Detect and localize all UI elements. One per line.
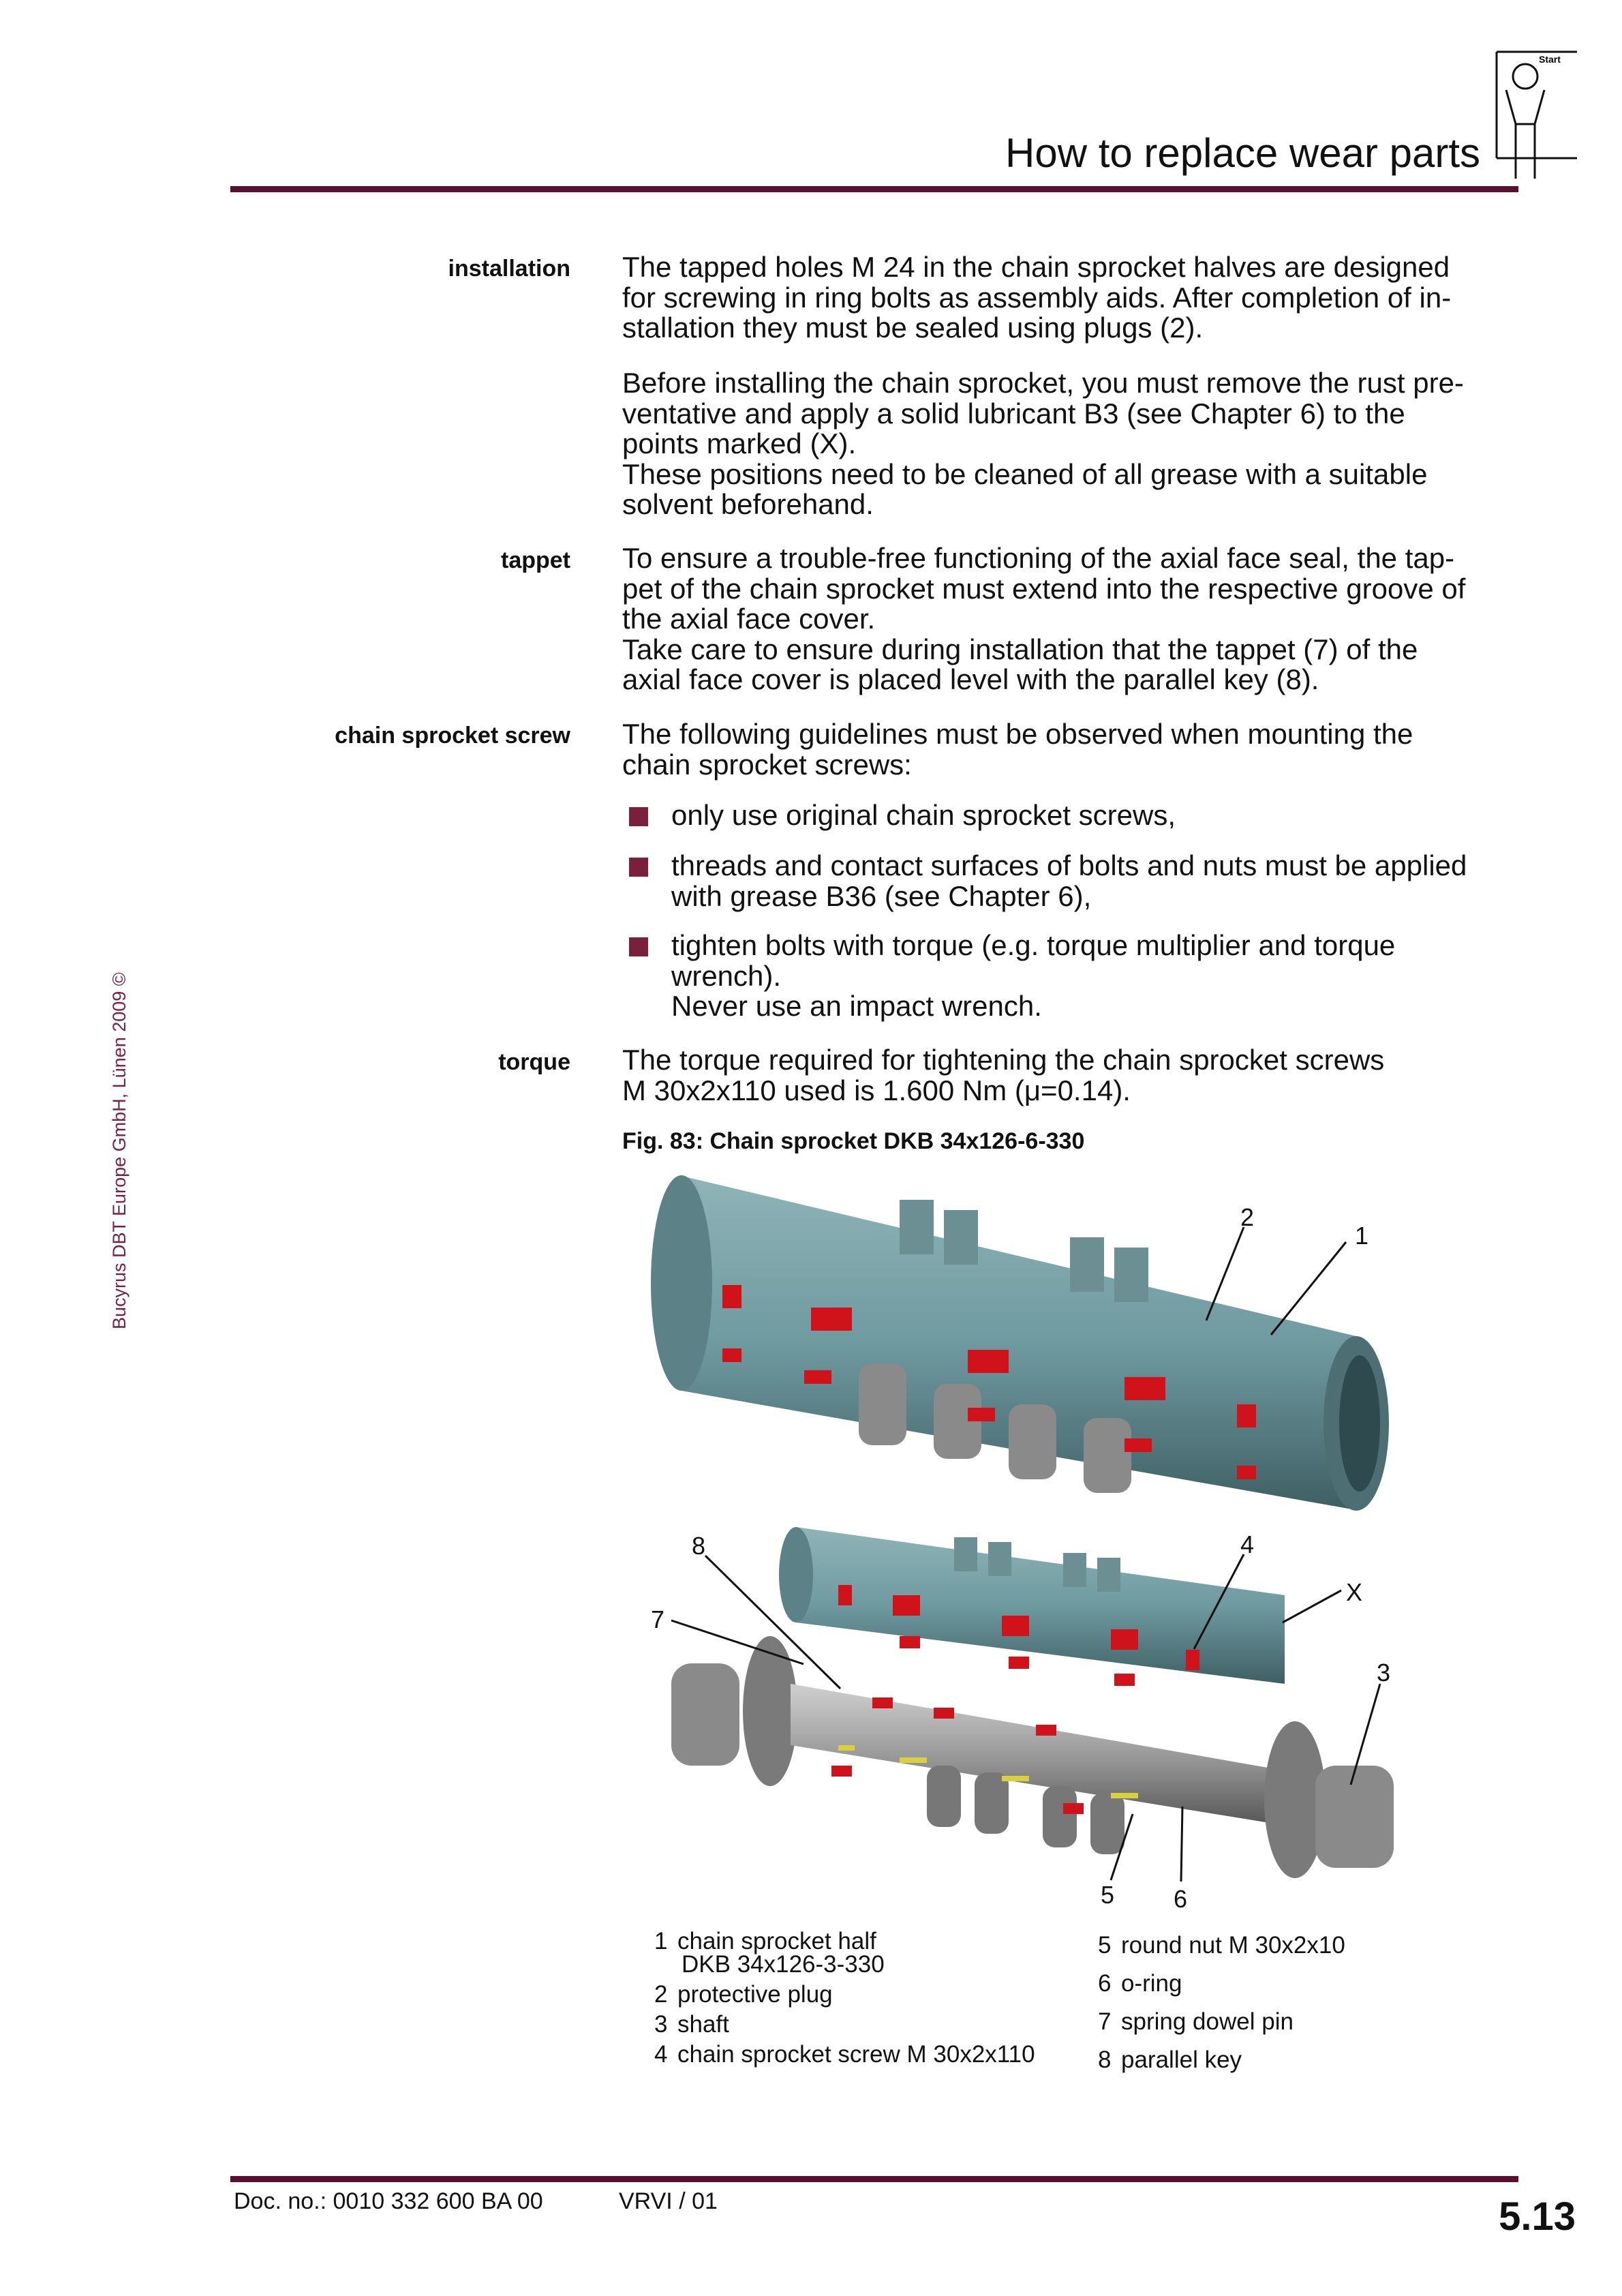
- page-number: 5.13: [1499, 2194, 1576, 2239]
- chain-sprocket-figure: 1 2 3 4 5 6 7 8 X: [651, 1175, 1394, 1913]
- legend-number: 7: [1098, 2008, 1112, 2035]
- legend-text: o-ring: [1121, 1970, 1182, 1997]
- text-line: The following guidelines must be observe…: [622, 718, 1413, 750]
- bullet-item: threads and contact surfaces of bolts an…: [622, 849, 1522, 912]
- tappet-paragraph: To ensure a trouble-free functioning of …: [622, 543, 1522, 695]
- text-line: wrench).: [671, 959, 782, 992]
- legend-item: 7 spring dowel pin: [1098, 2003, 1345, 2041]
- header-rule: [230, 186, 1518, 192]
- legend-text: chain sprocket half: [677, 1928, 876, 1954]
- legend-item: 1 chain sprocket half: [654, 1927, 1035, 1957]
- legend-text: shaft: [677, 2011, 729, 2038]
- legend-text: round nut M 30x2x10: [1121, 1932, 1345, 1959]
- text-line: M 30x2x110 used is 1.600 Nm (μ=0.14).: [622, 1074, 1131, 1106]
- callout-8: 8: [692, 1532, 705, 1560]
- legend-number: 3: [654, 2011, 668, 2038]
- text-line: To ensure a trouble-free functioning of …: [622, 542, 1455, 574]
- bullet-square-icon: [629, 807, 648, 826]
- text-line: The torque required for tightening the c…: [622, 1044, 1385, 1076]
- text-line: axial face cover is placed level with th…: [622, 663, 1319, 695]
- text-line: pet of the chain sprocket must extend in…: [622, 572, 1466, 605]
- text-line: stallation they must be sealed using plu…: [622, 312, 1204, 344]
- section-label-torque: torque: [498, 1049, 570, 1075]
- text-line: the axial face cover.: [622, 603, 876, 635]
- installation-paragraph-2: Before installing the chain sprocket, yo…: [622, 367, 1522, 520]
- figure-caption: Fig. 83: Chain sprocket DKB 34x126-6-330: [622, 1128, 1085, 1154]
- chain-sprocket-half-upper: [651, 1175, 1389, 1511]
- legend-number: 8: [1098, 2046, 1112, 2073]
- text-line: Never use an impact wrench.: [671, 990, 1042, 1022]
- callout-1: 1: [1355, 1222, 1368, 1250]
- section-label-tappet: tappet: [501, 547, 570, 573]
- text-line: with grease B36 (see Chapter 6),: [671, 879, 1092, 912]
- screw-paragraph: The following guidelines must be observe…: [622, 719, 1522, 780]
- legend-item: 3 shaft: [654, 2010, 1035, 2040]
- callout-7: 7: [651, 1605, 664, 1633]
- legend-number: 6: [1098, 1970, 1112, 1997]
- legend-text: parallel key: [1121, 2046, 1242, 2073]
- legend-text: chain sprocket screw M 30x2x110: [677, 2041, 1035, 2068]
- callout-4: 4: [1240, 1530, 1254, 1558]
- text-line: for screwing in ring bolts as assembly a…: [622, 281, 1452, 314]
- text-line: ventative and apply a solid lubricant B3…: [622, 397, 1405, 429]
- bullet-item: only use original chain sprocket screws,: [622, 800, 1522, 831]
- bullet-square-icon: [629, 937, 648, 956]
- torque-paragraph: The torque required for tightening the c…: [622, 1044, 1522, 1106]
- section-label-chain-sprocket-screw: chain sprocket screw: [335, 723, 570, 749]
- text-line: points marked (X).: [622, 427, 857, 459]
- bullet-item: tighten bolts with torque (e.g. torque m…: [622, 929, 1522, 1022]
- legend-number: 5: [1098, 1932, 1112, 1959]
- start-person-icon: Start: [1495, 50, 1577, 179]
- callout-2: 2: [1240, 1203, 1254, 1231]
- start-label: Start: [1539, 54, 1561, 65]
- text-line: threads and contact surfaces of bolts an…: [671, 849, 1467, 881]
- legend-number: 1: [654, 1928, 668, 1954]
- text-line: These positions need to be cleaned of al…: [622, 457, 1428, 490]
- legend-number: 4: [654, 2041, 668, 2068]
- text-line: tighten bolts with torque (e.g. torque m…: [671, 929, 1396, 961]
- legend-item: 4 chain sprocket screw M 30x2x110: [654, 2040, 1035, 2070]
- copyright-notice: Bucyrus DBT Europe GmbH, Lünen 2009 ©: [109, 972, 129, 1329]
- legend-number: 2: [654, 1981, 668, 2008]
- version: VRVI / 01: [619, 2188, 718, 2214]
- text-line: Take care to ensure during installation …: [622, 633, 1418, 665]
- legend-text: spring dowel pin: [1121, 2008, 1294, 2035]
- doc-number: Doc. no.: 0010 332 600 BA 00: [234, 2188, 543, 2214]
- bullet-square-icon: [629, 858, 648, 877]
- legend-text: DKB 34x126-3-330: [682, 1951, 885, 1978]
- callout-6: 6: [1174, 1885, 1187, 1913]
- callout-3: 3: [1377, 1659, 1390, 1687]
- footer-rule: [230, 2176, 1518, 2182]
- text-line: The tapped holes M 24 in the chain sproc…: [622, 251, 1450, 283]
- legend-item: 2 protective plug: [654, 1980, 1035, 2010]
- callout-lines: [671, 1226, 1381, 1882]
- page-title: How to replace wear parts: [1005, 130, 1480, 176]
- chain-sprocket-half-lower: [779, 1527, 1285, 1686]
- legend-item: 8 parallel key: [1098, 2041, 1345, 2079]
- text-line: chain sprocket screws:: [622, 748, 912, 781]
- text-line: only use original chain sprocket screws,: [671, 799, 1176, 831]
- text-line: solvent beforehand.: [622, 488, 874, 520]
- callout-x: X: [1346, 1578, 1362, 1606]
- shaft: [671, 1636, 1394, 1878]
- callout-5: 5: [1101, 1881, 1114, 1909]
- legend-text: protective plug: [677, 1981, 833, 2008]
- protective-plugs: [722, 1285, 1256, 1479]
- legend-item: 5 round nut M 30x2x10: [1098, 1927, 1345, 1965]
- text-line: Before installing the chain sprocket, yo…: [622, 367, 1464, 399]
- legend-right: 5 round nut M 30x2x10 6 o-ring 7 spring dow…: [1098, 1927, 1345, 2079]
- installation-paragraph-1: The tapped holes M 24 in the chain sproc…: [622, 252, 1522, 344]
- legend-item: 6 o-ring: [1098, 1965, 1345, 2003]
- section-label-installation: installation: [448, 256, 570, 282]
